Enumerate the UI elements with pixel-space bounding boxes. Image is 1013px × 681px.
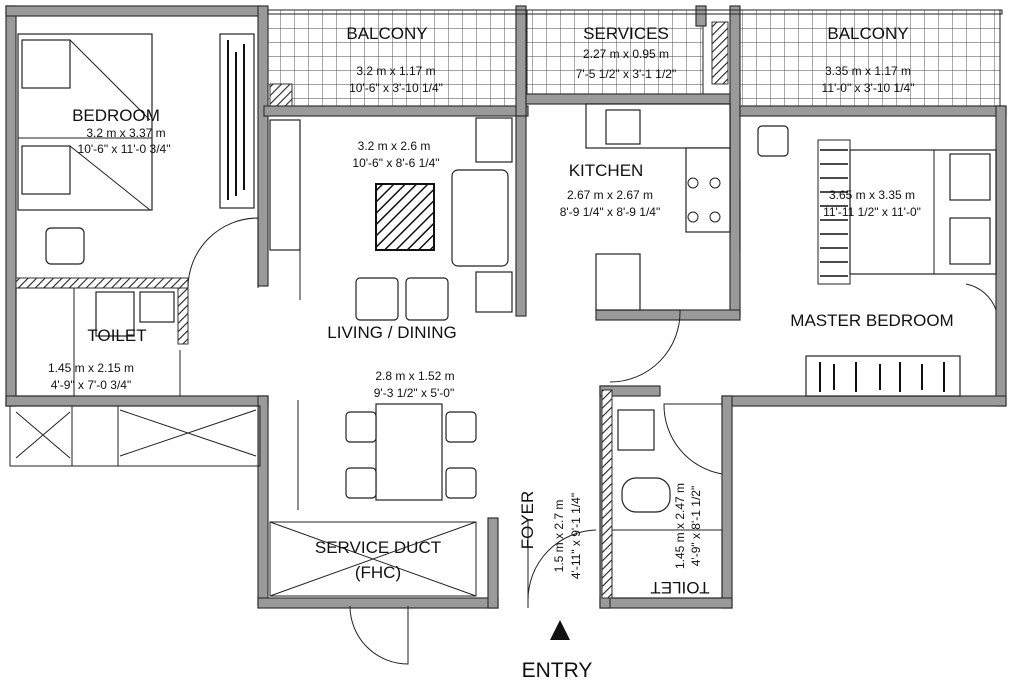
- dining-dim-m: 2.8 m x 1.52 m: [375, 369, 454, 383]
- toilet-left-dim-ft: 4'-9" x 7'-0 3/4": [51, 378, 131, 392]
- toilet-left-label: TOILET: [87, 326, 146, 345]
- toilet-right-dim-ft: 4'-9" x 8'-1 1/2": [689, 486, 703, 566]
- kitchen-dim-m: 2.67 m x 2.67 m: [567, 188, 653, 202]
- services-label: SERVICES: [583, 24, 669, 43]
- bedroom-label: BEDROOM: [72, 106, 160, 125]
- services-floor: [526, 9, 704, 95]
- bedroom-dim-ft: 10'-6" x 11'-0 3/4": [78, 142, 171, 156]
- service-duct: [269, 521, 477, 597]
- foyer-dim-m: 1.5 m x 2.7 m: [552, 500, 566, 573]
- kitchen-dim-ft: 8'-9 1/4" x 8'-9 1/4": [560, 205, 661, 219]
- services-dim-ft: 7'-5 1/2" x 3'-1 1/2": [576, 67, 677, 81]
- tv-unit: [269, 119, 301, 251]
- wardrobe-master: [805, 355, 961, 397]
- balcony-left-dim-m: 3.2 m x 1.17 m: [356, 64, 435, 78]
- balcony-left-label: BALCONY: [346, 24, 427, 43]
- entry-label: ENTRY: [522, 659, 593, 681]
- toilet-right-dim-m: 1.45 m x 2.47 m: [673, 483, 687, 569]
- chair-left: [45, 227, 85, 265]
- master-label: MASTER BEDROOM: [790, 311, 953, 330]
- toilet-left-dim-m: 1.45 m x 2.15 m: [48, 361, 134, 375]
- sofa: [451, 169, 509, 267]
- balcony-right-label: BALCONY: [827, 24, 908, 43]
- balcony-right-dim-ft: 11'-0" x 3'-10 1/4": [822, 81, 915, 95]
- balcony-left-floor: [267, 9, 517, 107]
- balcony-left-dim-ft: 10'-6" x 3'-10 1/4": [349, 81, 443, 95]
- foyer-label: FOYER: [518, 491, 537, 550]
- service-duct-sub: (FHC): [355, 563, 401, 582]
- room-labels: BEDROOM 3.2 m x 3.37 m 10'-6" x 11'-0 3/…: [48, 24, 954, 681]
- balcony-right-dim-m: 3.35 m x 1.17 m: [825, 64, 911, 78]
- kitchen-label: KITCHEN: [569, 161, 644, 180]
- walls: [5, 5, 1007, 609]
- coffee-table: [375, 183, 435, 251]
- foyer-dim-ft: 4'-11" x 9'-1 1/4": [569, 493, 583, 579]
- master-dim-m: 3.65 m x 3.35 m: [829, 188, 915, 202]
- bedroom-dim-m: 3.2 m x 3.37 m: [86, 126, 165, 140]
- master-dim-ft: 11'-11 1/2" x 11'-0": [823, 205, 921, 219]
- living-label: LIVING / DINING: [327, 323, 456, 342]
- living-dim-ft: 10'-6" x 8'-6 1/4": [352, 156, 439, 170]
- dining-table: [375, 403, 443, 501]
- service-duct-label: SERVICE DUCT: [315, 538, 441, 557]
- toilet-right-label: TOILET: [650, 578, 709, 597]
- living-dim-m: 3.2 m x 2.6 m: [358, 139, 431, 153]
- services-dim-m: 2.27 m x 0.95 m: [583, 47, 669, 61]
- entry-arrow-icon: [550, 620, 570, 640]
- dining-dim-ft: 9'-3 1/2" x 5'-0": [374, 386, 454, 400]
